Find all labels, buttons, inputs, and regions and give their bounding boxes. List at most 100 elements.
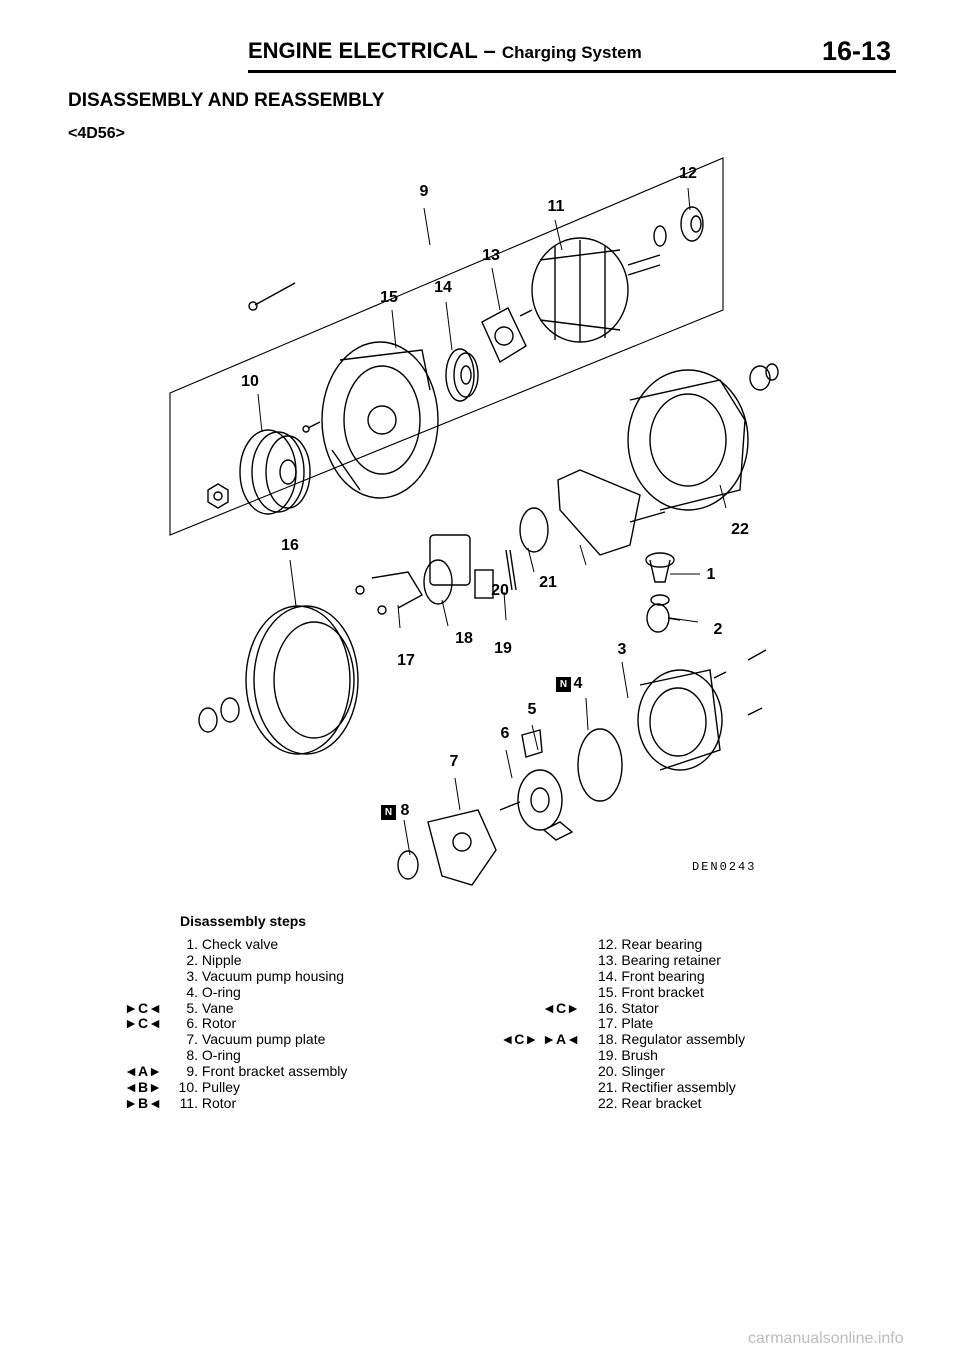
section-title: DISASSEMBLY AND REASSEMBLY (68, 90, 385, 111)
vacuum-pump-housing-part (637, 669, 723, 771)
callout-9: 9 (419, 183, 429, 200)
step-name: Rear bracket (621, 1094, 702, 1111)
step-row: 2. Nipple (172, 952, 347, 969)
step-name: Slinger (621, 1063, 665, 1080)
callout-17: 17 (397, 652, 415, 669)
callout-18: 18 (455, 630, 473, 647)
exploded-view-diagram: 9 12 11 13 14 15 10 16 22 1 2 3 4 N 5 6 … (160, 150, 800, 890)
pump-plate-part (427, 809, 497, 886)
step-row: 12. Rear bearing (598, 936, 745, 953)
step-mark: ◄A► (124, 1063, 162, 1080)
plate-part (355, 571, 423, 615)
step-number: 14. (598, 967, 618, 984)
pump-screws-part (713, 649, 767, 716)
step-row: ◄A► 9. Front bracket assembly (124, 1063, 348, 1080)
leader-lines (257, 187, 727, 856)
step-number: 4. (186, 983, 198, 1000)
step-mark: ◄B► (124, 1079, 162, 1096)
step-name: Plate (621, 1015, 654, 1032)
step-name: Rear bearing (621, 936, 703, 952)
step-mark: ►C◄ (124, 999, 162, 1016)
page-header: ENGINE ELECTRICAL – Charging System 16-1… (0, 0, 960, 90)
step-row: 4. O-ring (172, 983, 347, 1001)
step-name: Bearing retainer (621, 951, 721, 968)
rectifier-part (557, 469, 666, 556)
callout-10: 10 (241, 373, 259, 390)
step-row: 22. Rear bracket (598, 1094, 745, 1112)
steps-left-column: 1. Check valve 2. Nipple 3. Vacuum pump … (124, 936, 348, 1112)
callout-13: 13 (482, 247, 500, 264)
step-row: ►C◄5. Vane (124, 999, 347, 1017)
step-number: 12. (598, 936, 618, 952)
step-name: Vane (201, 999, 234, 1016)
bearing-retainer-part (481, 307, 527, 364)
check-valve-part (645, 552, 675, 606)
stator-part (245, 605, 359, 755)
header-section: ENGINE ELECTRICAL (248, 38, 478, 63)
o-ring-8-part (397, 850, 419, 880)
callout-16: 16 (281, 537, 299, 554)
step-number: 18. (598, 1031, 618, 1048)
step-number: 13. (598, 951, 618, 968)
callout-3: 3 (617, 641, 627, 658)
rear-bracket-part (627, 369, 749, 511)
step-name: Vacuum pump housing (201, 967, 345, 984)
step-row: 3. Vacuum pump housing (172, 967, 347, 985)
header-subsection: Charging System (501, 43, 642, 62)
step-number: 21. (598, 1079, 618, 1096)
step-name: Rotor (201, 1094, 237, 1111)
header-separator: – (483, 38, 496, 63)
brush-part (505, 549, 517, 591)
small-screw-part (302, 421, 321, 433)
callout-14: 14 (434, 279, 452, 296)
step-name: Stator (621, 999, 659, 1016)
step-mark: ◄C► (542, 999, 580, 1016)
callout-21: 21 (539, 574, 557, 591)
step-row: 15. Front bracket (598, 983, 745, 1001)
step-row: 17. Plate (598, 1016, 745, 1032)
step-number: 19. (598, 1047, 618, 1064)
engine-tag: <4D56> (68, 125, 125, 142)
callout-19: 19 (494, 640, 512, 657)
callout-8: 8 (400, 802, 410, 819)
step-name: Regulator assembly (621, 1031, 746, 1048)
nut-part (207, 483, 229, 509)
step-number: 10. (178, 1079, 198, 1096)
step-number: 15. (598, 983, 618, 1000)
callout-7: 7 (449, 753, 459, 770)
pulley-part (239, 429, 311, 515)
step-mark: ►C◄ (124, 1015, 162, 1032)
steps-title: Disassembly steps (180, 913, 307, 929)
step-mark: ►B◄ (124, 1094, 162, 1111)
step-row: 7. Vacuum pump plate (172, 1031, 347, 1048)
step-row: ►B◄ 11. Rotor (124, 1094, 347, 1112)
step-row: ►C◄6. Rotor (124, 1015, 347, 1032)
step-name: Brush (621, 1047, 658, 1064)
diagram-code: DEN0243 (692, 860, 757, 874)
steps-right-column: 12. Rear bearing 13. Bearing retainer 14… (500, 936, 746, 1112)
nipple-part (646, 603, 681, 633)
step-number: 20. (598, 1063, 618, 1080)
sub-assembly-frame (169, 157, 724, 536)
callout-15: 15 (380, 289, 398, 306)
callout-11: 11 (547, 198, 565, 215)
callout-2: 2 (713, 621, 723, 638)
step-row: ◄B►10. Pulley (124, 1079, 347, 1096)
alternator-illustration (169, 157, 779, 886)
vane-part (521, 729, 574, 841)
step-number: 9. (186, 1063, 198, 1080)
step-number: 11. (179, 1094, 198, 1111)
step-number: 7. (186, 1031, 198, 1048)
step-number: 3. (186, 967, 198, 984)
header-title: ENGINE ELECTRICAL – Charging System (248, 38, 642, 64)
step-name: Rotor (201, 1015, 237, 1032)
callout-6: 6 (500, 725, 510, 742)
step-row: ◄C►16. Stator (542, 999, 745, 1017)
callout-12: 12 (679, 165, 697, 182)
callout-20-label: 20 (491, 582, 509, 599)
step-name: Front bracket assembly (201, 1063, 348, 1080)
rotor-pump-part (499, 769, 563, 831)
rear-nut-part (749, 363, 779, 391)
slinger-part (519, 507, 549, 553)
step-row: 13. Bearing retainer (598, 951, 745, 969)
